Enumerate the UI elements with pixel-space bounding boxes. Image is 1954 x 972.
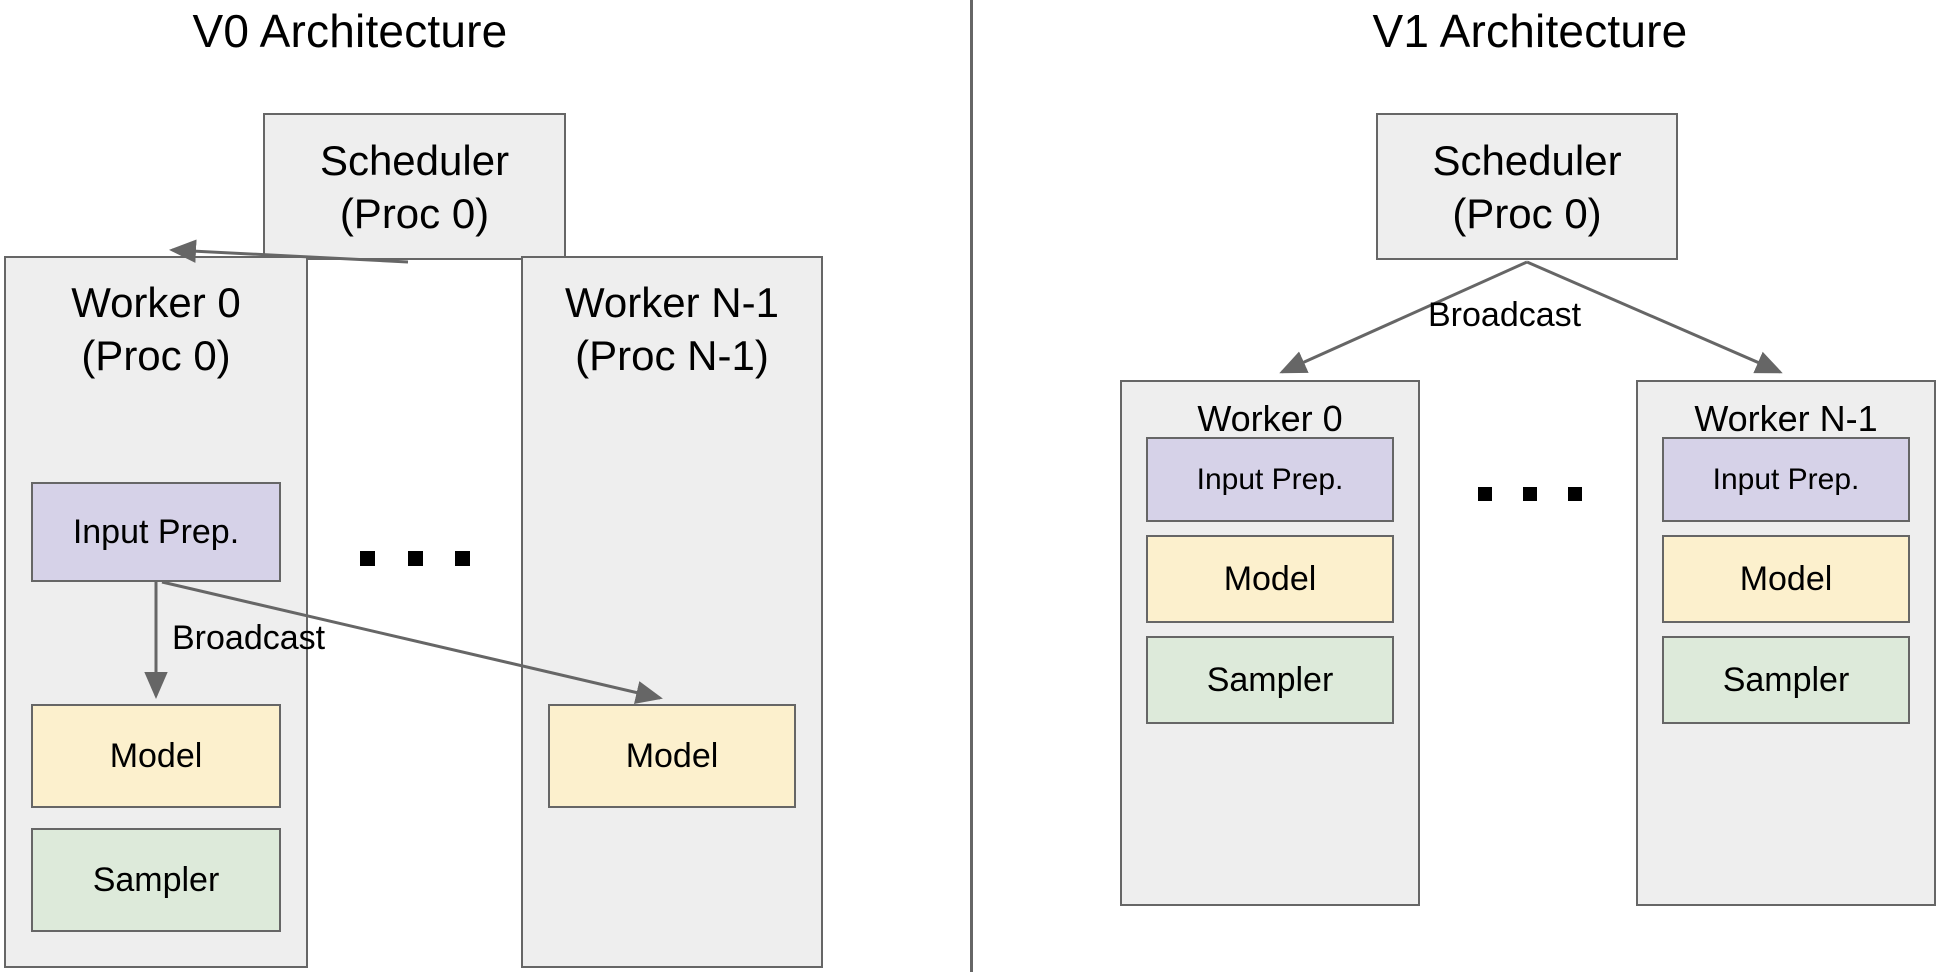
v1-worker-n-sampler-label: Sampler: [1722, 661, 1850, 699]
v0-worker-n-model-label: Model: [625, 737, 719, 775]
v0-worker-n-header: Worker N-1 (Proc N-1): [523, 276, 821, 382]
v1-worker-0-model-box[interactable]: Model: [1146, 535, 1394, 623]
v1-worker-n-model-box[interactable]: Model: [1662, 535, 1910, 623]
v0-worker-n-box[interactable]: Worker N-1 (Proc N-1): [521, 256, 823, 968]
v1-ellipsis: [1478, 485, 1582, 503]
v0-scheduler-box[interactable]: Scheduler (Proc 0): [263, 113, 566, 260]
v0-worker-0-input-prep-label: Input Prep.: [72, 513, 240, 551]
v0-worker-n-line2: (Proc N-1): [575, 332, 769, 379]
v0-scheduler-line2: (Proc 0): [339, 189, 490, 237]
v0-worker-0-model-label: Model: [109, 737, 203, 775]
v1-worker-0-input-prep-box[interactable]: Input Prep.: [1146, 437, 1394, 522]
v0-broadcast-label: Broadcast: [172, 619, 326, 657]
v0-worker-0-line1: Worker 0: [71, 279, 241, 326]
v0-worker-0-line2: (Proc 0): [81, 332, 231, 379]
v1-scheduler-line1: Scheduler: [1432, 136, 1622, 184]
v0-worker-0-sampler-box[interactable]: Sampler: [31, 828, 281, 932]
v1-worker-n-model-label: Model: [1739, 560, 1833, 598]
v1-worker-0-sampler-box[interactable]: Sampler: [1146, 636, 1394, 724]
v1-worker-0-input-prep-label: Input Prep.: [1196, 462, 1344, 496]
v1-scheduler-line2: (Proc 0): [1452, 189, 1602, 237]
v1-worker-n-sampler-box[interactable]: Sampler: [1662, 636, 1910, 724]
v1-scheduler-box[interactable]: Scheduler (Proc 0): [1376, 113, 1678, 260]
v1-worker-0-sampler-label: Sampler: [1206, 661, 1334, 699]
v0-scheduler-line1: Scheduler: [319, 136, 510, 184]
v0-worker-0-header: Worker 0 (Proc 0): [6, 276, 306, 382]
v0-worker-0-input-prep-box[interactable]: Input Prep.: [31, 482, 281, 582]
v0-worker-0-sampler-label: Sampler: [92, 861, 220, 899]
panel-divider: [970, 0, 973, 972]
v1-worker-0-line1: Worker 0: [1197, 398, 1343, 439]
v0-ellipsis: [360, 548, 470, 568]
v1-worker-0-model-label: Model: [1223, 560, 1317, 598]
v1-worker-n-input-prep-label: Input Prep.: [1712, 462, 1860, 496]
panel-title-v0: V0 Architecture: [192, 5, 508, 57]
v1-broadcast-label: Broadcast: [1428, 296, 1582, 334]
v0-worker-0-model-box[interactable]: Model: [31, 704, 281, 808]
v1-worker-n-input-prep-box[interactable]: Input Prep.: [1662, 437, 1910, 522]
v0-worker-n-model-box[interactable]: Model: [548, 704, 796, 808]
v0-worker-n-line1: Worker N-1: [565, 279, 779, 326]
panel-title-v1: V1 Architecture: [1372, 5, 1688, 57]
v1-worker-n-line1: Worker N-1: [1694, 398, 1878, 439]
